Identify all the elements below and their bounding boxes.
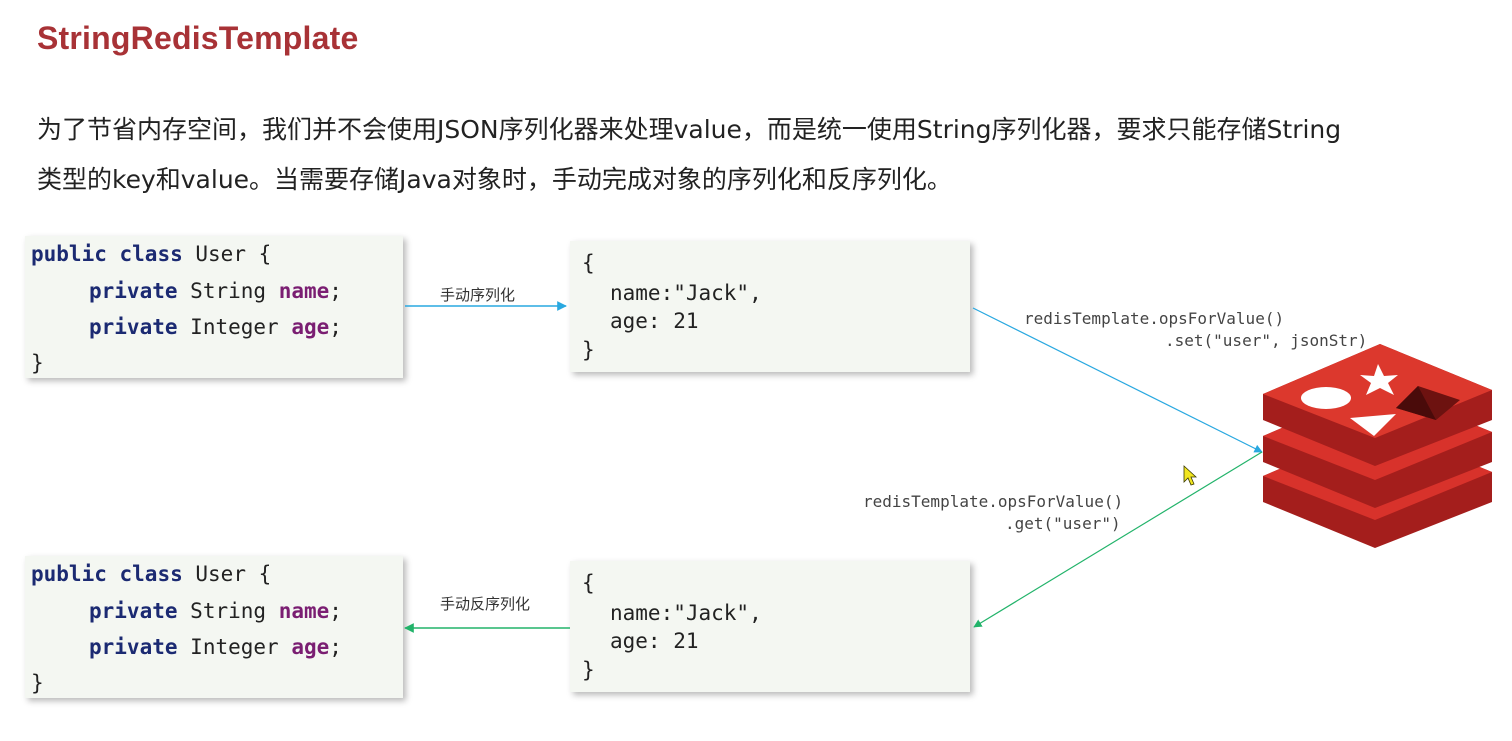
java-field-name: private String name; xyxy=(89,279,342,303)
java-field-age: private Integer age; xyxy=(89,635,342,659)
redis-logo-icon xyxy=(1263,344,1492,548)
java-field-age: private Integer age; xyxy=(89,315,342,339)
deserialize-label: 手动反序列化 xyxy=(440,595,531,613)
java-class-box-bottom: public class User { private String name;… xyxy=(25,556,403,698)
json-close-brace: } xyxy=(582,658,595,682)
json-box-top: { name:"Jack", age: 21 } xyxy=(570,241,970,372)
get-call-line-2: .get("user") xyxy=(1005,514,1121,533)
json-age-line: age: 21 xyxy=(610,309,699,333)
mouse-cursor-icon xyxy=(1183,465,1198,486)
java-close-brace: } xyxy=(31,351,44,375)
java-class-decl: public class User { xyxy=(31,242,272,266)
json-name-line: name:"Jack", xyxy=(610,601,762,625)
java-close-brace: } xyxy=(31,671,44,695)
get-call-line-1: redisTemplate.opsForValue() xyxy=(863,492,1124,511)
java-class-decl: public class User { xyxy=(31,562,272,586)
json-box-bottom: { name:"Jack", age: 21 } xyxy=(570,561,970,692)
java-field-name: private String name; xyxy=(89,599,342,623)
set-call-line-1: redisTemplate.opsForValue() xyxy=(1024,309,1285,328)
serialize-label: 手动序列化 xyxy=(440,286,516,304)
json-open-brace: { xyxy=(582,251,595,275)
json-close-brace: } xyxy=(582,338,595,362)
json-name-line: name:"Jack", xyxy=(610,281,762,305)
json-open-brace: { xyxy=(582,571,595,595)
description-line-2: 类型的key和value。当需要存储Java对象时，手动完成对象的序列化和反序列… xyxy=(37,165,952,194)
set-arrow xyxy=(972,307,1263,453)
java-class-box-top: public class User { private String name;… xyxy=(25,236,403,378)
page-title: StringRedisTemplate xyxy=(37,20,359,56)
get-arrow xyxy=(973,451,1263,628)
description-line-1: 为了节省内存空间，我们并不会使用JSON序列化器来处理value，而是统一使用S… xyxy=(37,115,1342,144)
set-call-line-2: .set("user", jsonStr) xyxy=(1165,331,1368,350)
json-age-line: age: 21 xyxy=(610,629,699,653)
